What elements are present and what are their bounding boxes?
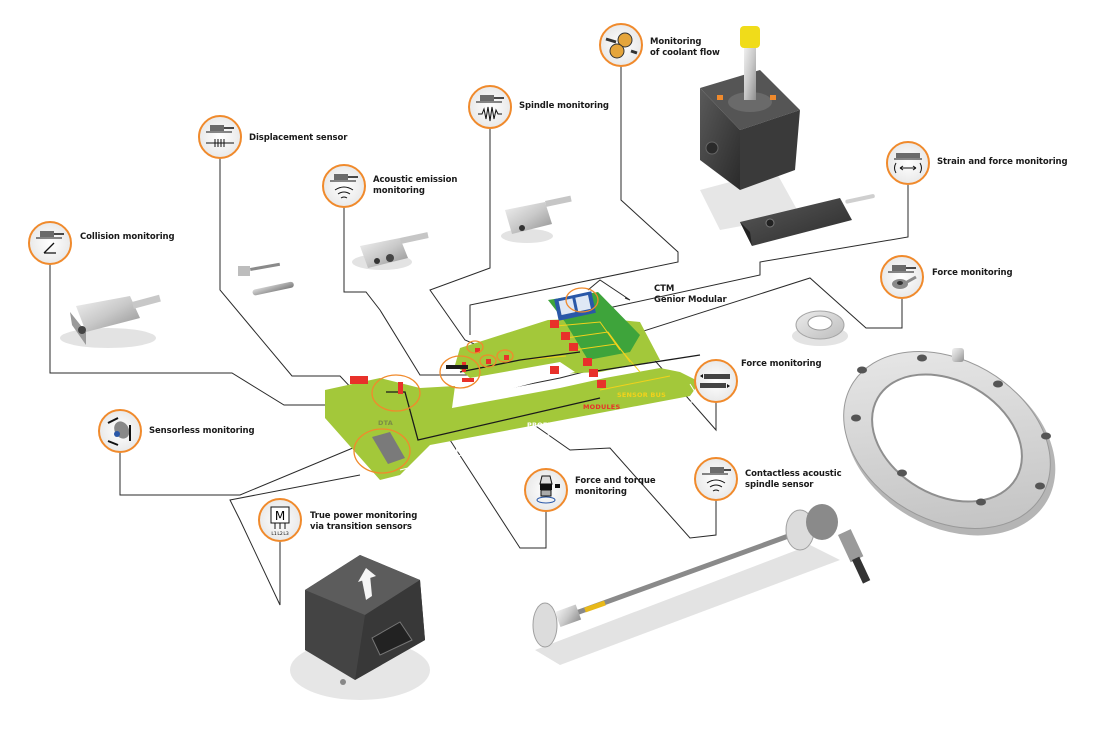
icon-badges: M L1 L2 L3 <box>28 23 930 542</box>
dta-module <box>372 432 405 464</box>
label-force-torque: Force and torque monitoring <box>575 476 656 497</box>
label-force-monitoring-pin: Force monitoring <box>741 359 822 369</box>
connector <box>398 382 403 394</box>
board-label-sensor-bus: SENSOR BUS <box>617 391 666 399</box>
label-force-monitoring-ring: Force monitoring <box>932 268 1013 278</box>
spindle-vibration-icon <box>468 85 512 129</box>
sensorless-icon <box>98 409 142 453</box>
tool-holder-icon <box>524 468 568 512</box>
large-ring-product <box>843 348 1056 536</box>
motor-phase-1: L1 <box>271 531 277 537</box>
sensor-bus-lines <box>519 321 671 391</box>
force-ring-product <box>792 310 848 346</box>
line-acoustic <box>343 206 470 376</box>
connector <box>486 359 491 364</box>
strain-sensor-product <box>740 194 875 246</box>
collision-sensor-product <box>60 294 161 348</box>
acoustic-sensor-product <box>352 232 429 270</box>
board-base <box>325 368 700 480</box>
connector <box>475 348 480 353</box>
label-strain-force: Strain and force monitoring <box>937 157 1068 167</box>
board-label-ethernet: ETHERNET <box>436 447 476 455</box>
connector <box>350 376 368 384</box>
connector <box>504 355 509 360</box>
board-label-dta: DTA <box>378 419 393 427</box>
label-contactless-acoustic: Contactless acoustic spindle sensor <box>745 469 842 490</box>
label-spindle-monitoring: Spindle monitoring <box>519 101 609 111</box>
highlight-rings <box>353 287 599 474</box>
ethernet-path <box>399 383 701 471</box>
label-true-power: True power monitoring via transition sen… <box>310 511 418 532</box>
displacement-sensor-product <box>238 262 294 296</box>
connector <box>550 320 559 328</box>
line-coolant <box>469 65 679 335</box>
displacement-icon <box>198 115 242 159</box>
label-coolant-flow: Monitoring of coolant flow <box>650 37 720 58</box>
connector <box>569 343 578 351</box>
line-contactless <box>519 414 717 539</box>
coolant-gear-icon <box>599 23 643 67</box>
line-ctm <box>587 279 631 301</box>
contactless-spindle-product <box>532 504 871 665</box>
motor-icon: M L1 L2 L3 <box>258 498 302 542</box>
motor-phase-2: L2 <box>277 531 283 537</box>
control-board: DTA ETHERNET PROFINET PROFIBUS MODULES S… <box>325 287 701 480</box>
acoustic-icon <box>322 164 366 208</box>
black-connector <box>446 365 468 369</box>
board-label-modules: MODULES <box>583 403 620 411</box>
contactless-icon <box>694 457 738 501</box>
line-sensorless <box>119 444 361 496</box>
collision-icon <box>28 221 72 265</box>
current-sensor-product <box>290 555 430 700</box>
line-collision <box>49 262 330 406</box>
connector-lines <box>49 65 909 606</box>
connector <box>597 380 606 388</box>
force-ring-icon <box>880 255 924 299</box>
motor-phase-3: L3 <box>283 531 289 537</box>
connector <box>561 332 570 340</box>
connector <box>589 369 598 377</box>
board-label-profinet: PROFINET <box>482 434 520 442</box>
motor-letter: M <box>275 509 285 523</box>
connector <box>583 358 592 366</box>
label-acoustic-emission: Acoustic emission monitoring <box>373 175 458 196</box>
board-label-profibus: PROFIBUS <box>527 421 566 429</box>
force-pin-icon <box>694 359 738 403</box>
label-sensorless-monitoring: Sensorless monitoring <box>149 426 255 436</box>
line-true-power <box>229 474 361 606</box>
label-displacement-sensor: Displacement sensor <box>249 133 348 143</box>
connector <box>550 366 559 374</box>
spindle-sensor-product <box>501 195 572 243</box>
connector <box>462 378 474 382</box>
board-cutout <box>455 362 575 402</box>
label-collision-monitoring: Collision monitoring <box>80 232 175 242</box>
label-ctm-genior-modular: CTM Genior Modular <box>654 284 727 305</box>
strain-icon <box>886 141 930 185</box>
line-displacement <box>219 156 357 394</box>
